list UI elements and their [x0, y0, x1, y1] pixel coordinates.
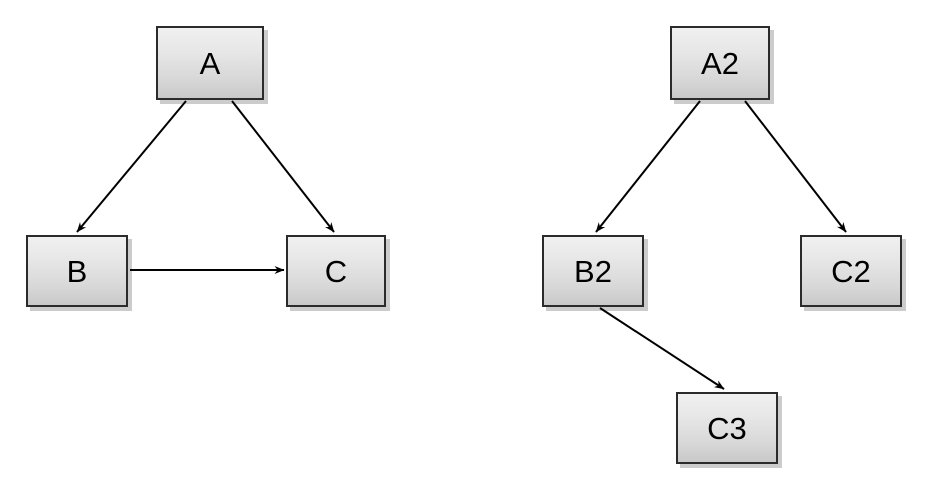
edge-a-to-c[interactable]: [231, 100, 335, 233]
edges-group: [76, 100, 847, 390]
node-b-label: B: [66, 253, 88, 289]
edge-a2-to-c2[interactable]: [744, 100, 847, 233]
node-c2[interactable]: C2: [800, 235, 902, 307]
node-c3-label: C3: [707, 410, 747, 446]
node-c-label: C: [324, 253, 348, 289]
node-a[interactable]: A: [156, 26, 264, 100]
edge-a-to-b[interactable]: [76, 100, 187, 233]
node-a-label: A: [199, 45, 221, 81]
node-b2[interactable]: B2: [542, 235, 644, 307]
node-c[interactable]: C: [286, 235, 386, 307]
edge-b2-to-c3[interactable]: [599, 307, 725, 390]
edge-a2-to-b2[interactable]: [595, 100, 701, 233]
node-a2-label: A2: [701, 45, 739, 81]
node-c3[interactable]: C3: [676, 392, 778, 464]
node-c2-label: C2: [831, 253, 871, 289]
node-a2[interactable]: A2: [670, 26, 770, 100]
node-b[interactable]: B: [26, 235, 128, 307]
node-b2-label: B2: [574, 253, 612, 289]
